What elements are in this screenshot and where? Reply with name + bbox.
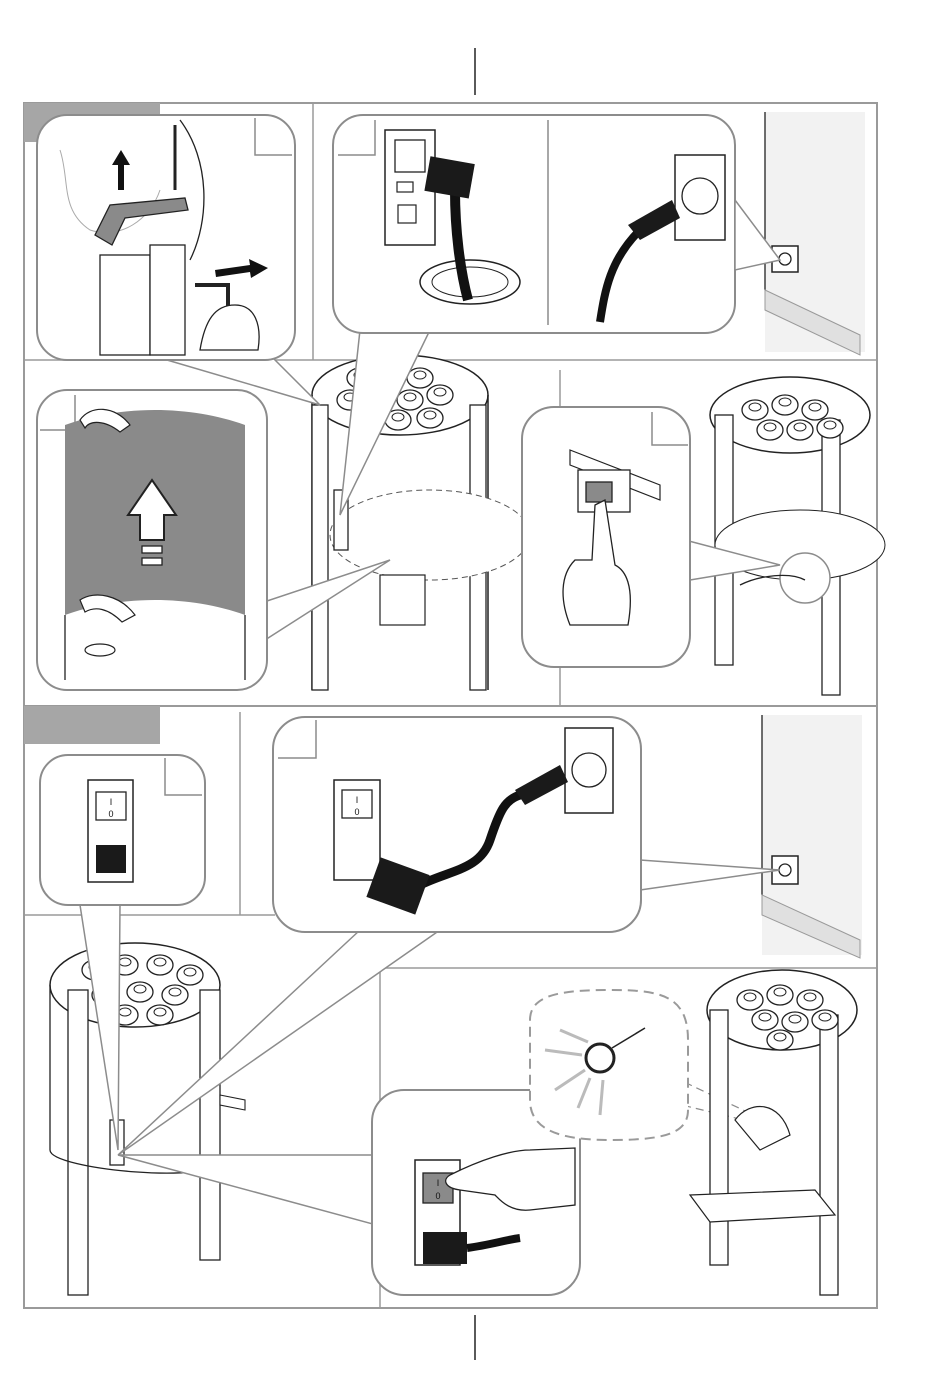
- plug-icon: [423, 1232, 467, 1264]
- heater-right-section-1: [710, 377, 885, 695]
- heater-main-section-1: [312, 355, 530, 690]
- switch-off-mark-b: 0: [354, 807, 359, 817]
- callout-turn-on-switch: I 0: [118, 1090, 580, 1295]
- section-2: I 0 I 0 I 0: [24, 706, 877, 1308]
- indicator-light-icon: [586, 1044, 614, 1072]
- heater-left-section-2: [50, 943, 245, 1295]
- iec-inlet-icon: [96, 845, 126, 873]
- switch-off-mark: 0: [108, 809, 113, 819]
- switch-on-mark-c: I: [437, 1178, 440, 1188]
- heater-right-section-2: [690, 970, 857, 1295]
- section-2-header-tab: [24, 706, 160, 744]
- wall-with-socket-top: [765, 112, 865, 355]
- wall-with-socket-bottom: [762, 715, 862, 958]
- switch-on-mark: I: [110, 797, 113, 807]
- rocker-switch-icon: [586, 482, 612, 502]
- switch-off-mark-c: 0: [435, 1191, 440, 1201]
- callout-remove-bracket: [37, 115, 320, 405]
- switch-on-mark-b: I: [356, 795, 359, 805]
- section-1: [24, 103, 885, 706]
